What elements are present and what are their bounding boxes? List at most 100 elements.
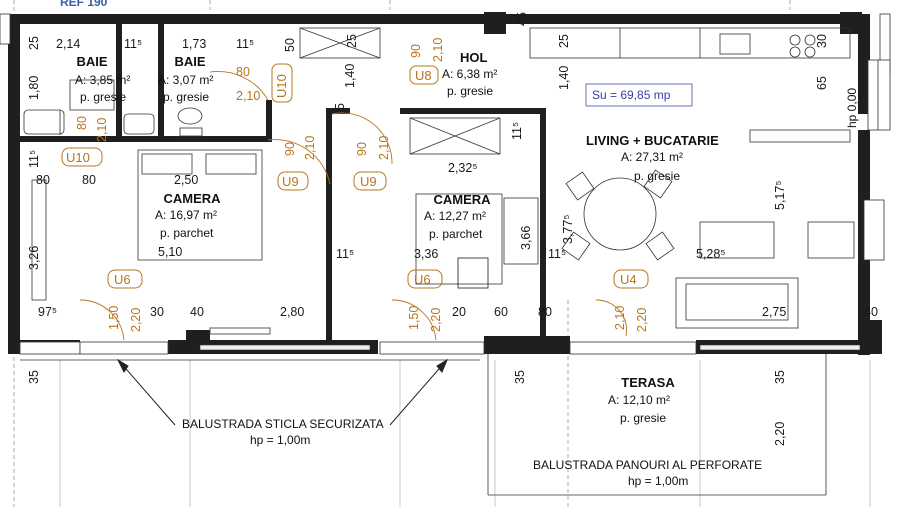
door-tag-u10a: U10 [274,74,289,98]
door-dim-d4: 2,10 [431,38,445,62]
dim-60: 60 [494,305,508,319]
dim-50: 50 [283,38,297,52]
metal-rail-note: BALUSTRADA PANOURI AL PERFORATE [533,458,762,472]
dim-40r: 40 [864,305,878,319]
dim-115a: 11⁵ [124,37,142,51]
door-dim-d5: 80 [75,116,89,130]
door-dim-d15: 2,10 [613,306,627,330]
dim-40: 40 [190,305,204,319]
dim-35b: 35 [513,370,527,384]
vdim-517: 5,17⁵ [773,180,787,210]
bed1-area: A: 16,97 m² [155,208,217,222]
dim-25-top-left: 25 [27,36,41,50]
dim-5: 5 [333,103,347,110]
grid-lines [13,0,791,507]
bed2-area: A: 12,27 m² [424,209,486,223]
bed1-name: CAMERA [163,191,221,206]
dim-275: 2,75 [762,305,786,319]
rail-leaders [116,358,449,426]
hall-area: A: 6,38 m² [442,67,497,81]
door-dim-d14: 2,20 [429,308,443,332]
terrace-floor: p. gresie [620,411,666,425]
hall-floor: p. gresie [447,84,493,98]
dim-115c: 11⁵ [336,247,354,261]
bath2-floor: p. gresie [163,90,209,104]
dining-table [561,169,675,261]
door-tags: U8 U10 U10 U9 U9 U6 U6 U4 [66,68,637,287]
vdim-377: 3,77⁵ [561,214,575,244]
bed1-floor: p. parchet [160,226,214,240]
kitchen-counter [299,27,851,155]
bed2-floor: p. parchet [429,227,483,241]
windows [0,13,891,355]
living-area: A: 27,31 m² [621,150,683,164]
door-dim-d8: 2,10 [303,136,317,160]
door-dim-d2: 2,10 [236,89,260,103]
door-dim-d16: 2,20 [635,308,649,332]
door-tag-u4: U4 [620,272,637,287]
dim-35c: 35 [773,370,787,384]
dim-20: 20 [452,305,466,319]
dim-25-right: 25 [557,34,571,48]
dim-336: 3,36 [414,247,438,261]
dim-25-mid: 25 [345,34,359,48]
vertical-dimensions: 1,80 1,40 1,40 11⁵ 3,26 3,66 3,77⁵ 5,17⁵ [27,64,787,270]
glass-rail-height: hp = 1,00m [250,433,310,447]
door-dim-d12: 2,20 [129,308,143,332]
door-tag-u9b: U9 [360,174,377,189]
sofa [675,221,855,329]
dim-173: 1,73 [182,37,206,51]
dim-510: 5,10 [158,245,182,259]
vdim-140b: 1,40 [557,66,571,90]
beds [31,149,539,335]
door-tag-u8: U8 [415,68,432,83]
dim-280: 2,80 [280,305,304,319]
dim-975: 97⁵ [38,305,57,319]
wall-inner-lines [199,344,861,351]
bath2-name: BAIE [174,54,205,69]
door-tag-boxes [61,63,649,289]
door-dim-d3: 90 [409,44,423,58]
door-dim-d9: 90 [355,142,369,156]
terrace-outline [20,354,827,496]
dim-232: 2,32⁵ [448,161,478,175]
window-height-note: hp 0,00 [845,88,859,128]
dim-35a: 35 [27,370,41,384]
bath-fixtures [23,79,203,137]
terrace-area: A: 12,10 m² [608,393,670,407]
door-dim-d7: 90 [283,142,297,156]
surface-box [585,83,693,107]
walls [8,12,882,355]
dim-115b: 11⁵ [236,37,254,51]
dim-65: 65 [815,76,829,90]
vdim-180: 1,80 [27,76,41,100]
dim-80b: 80 [82,173,96,187]
dim-115-hall: 11⁵ [510,122,524,140]
dimension-ticks [59,360,871,507]
glass-rail-note: BALUSTRADA STICLA SECURIZATA [182,417,384,431]
door-tag-u10b: U10 [66,150,90,165]
dim-220: 2,20 [773,422,787,446]
metal-rail-height: hp = 1,00m [628,474,688,488]
living-floor: p. gresie [634,169,680,183]
bath1-area: A: 3,85 m² [75,73,130,87]
door-dim-d13: 1,50 [407,306,421,330]
door-dim-d11: 1,50 [107,306,121,330]
dim-250: 2,50 [174,173,198,187]
bed2-name: CAMERA [433,192,491,207]
door-swings [79,71,628,341]
header-fragment: REF 190 [60,0,108,9]
vdim-366: 3,66 [519,226,533,250]
interior-walls [20,14,546,340]
dim-30: 30 [150,305,164,319]
door-tag-u9a: U9 [282,174,299,189]
vdim-140a: 1,40 [343,64,357,88]
dim-115d: 11⁵ [548,247,566,261]
living-name: LIVING + BUCATARIE [586,133,719,148]
vdim-326: 3,26 [27,246,41,270]
door-tag-u6b: U6 [414,272,431,287]
bath1-name: BAIE [76,54,107,69]
dim-45: 45 [515,12,529,26]
dim-30-right: 30 [815,34,829,48]
